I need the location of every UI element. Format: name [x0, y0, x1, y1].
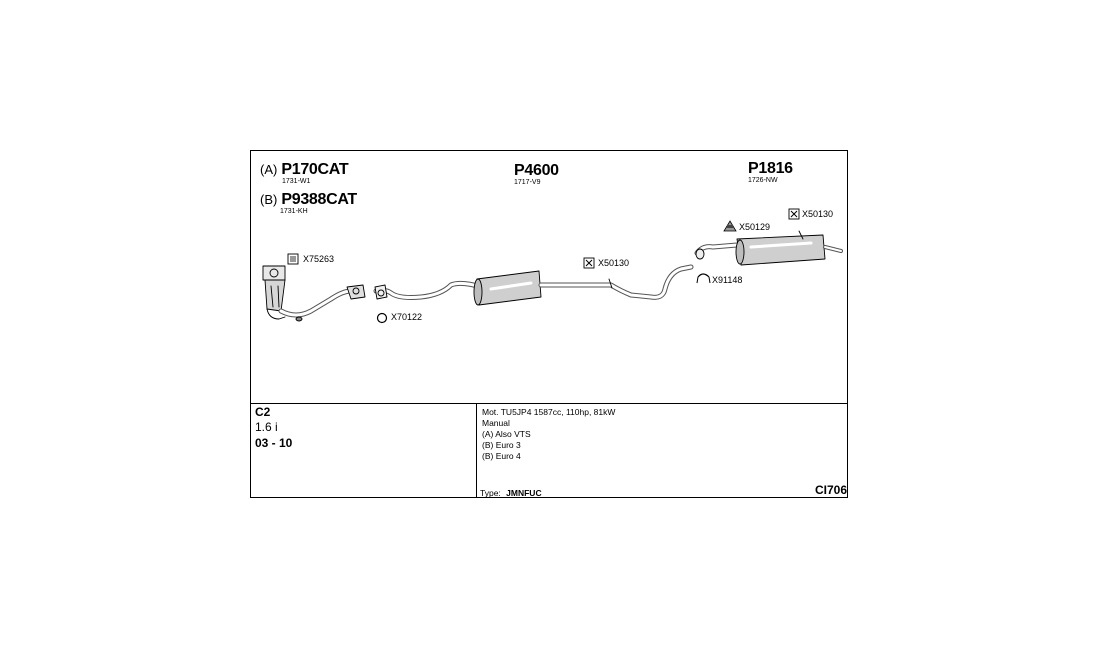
mounting-bracket-icon	[696, 273, 711, 284]
clamp-square-icon	[788, 208, 800, 220]
rear-silencer-drawing	[694, 230, 843, 266]
accessory-x50130-mid[interactable]: X50130	[598, 258, 630, 268]
type-row: Type: JMNFUC	[480, 488, 542, 498]
vehicle-engine: 1.6 i	[255, 420, 278, 434]
clamp-square-icon	[287, 253, 299, 265]
vehicle-years: 03 - 10	[255, 436, 293, 450]
exhaust-diagram-sheet: (A)P170CAT 1731-W1 (B)P9388CAT 1731-KH P…	[250, 150, 848, 498]
catalytic-converter-drawing	[262, 265, 366, 322]
part-b-ref: 1731-KH	[280, 208, 308, 215]
section-divider-vertical	[476, 403, 477, 498]
diagram-code: CI706	[815, 483, 848, 497]
accessory-x75263[interactable]: X75263	[303, 254, 335, 264]
spec-note-b-euro4: (B) Euro 4	[482, 451, 521, 461]
part-b-number[interactable]: P9388CAT	[281, 191, 357, 208]
accessory-x91148[interactable]: X91148	[712, 275, 743, 285]
part-rear-number[interactable]: P1816	[748, 160, 793, 177]
part-a-number[interactable]: P170CAT	[281, 161, 349, 178]
center-silencer-drawing	[373, 264, 694, 306]
part-b-prefix: (B)	[260, 192, 278, 207]
part-rear: P1816	[748, 160, 793, 178]
gasket-ring-icon	[376, 312, 388, 324]
part-center: P4600	[514, 162, 559, 180]
type-value: JMNFUC	[506, 488, 542, 498]
vehicle-model: C2	[255, 405, 271, 419]
part-center-number[interactable]: P4600	[514, 162, 559, 179]
spec-note-a: (A) Also VTS	[482, 429, 531, 439]
exhaust-system-drawing	[262, 208, 843, 324]
accessory-x50129[interactable]: X50129	[739, 222, 771, 232]
part-rear-ref: 1726-NW	[748, 177, 778, 184]
accessory-x70122[interactable]: X70122	[391, 312, 423, 322]
clamp-square-icon	[583, 257, 595, 269]
spec-note-b-euro3: (B) Euro 3	[482, 440, 521, 450]
part-a: (A)P170CAT	[260, 161, 349, 179]
spec-engine-line: Mot. TU5JP4 1587cc, 110hp, 81kW	[482, 407, 616, 417]
spec-transmission: Manual	[482, 418, 510, 428]
part-a-ref: 1731-W1	[282, 178, 311, 185]
section-divider-horizontal	[251, 403, 847, 404]
type-label: Type:	[480, 488, 501, 498]
part-center-ref: 1717-V9	[514, 179, 541, 186]
accessory-x50130-rear[interactable]: X50130	[802, 209, 834, 219]
part-a-prefix: (A)	[260, 162, 278, 177]
rubber-hanger-icon	[723, 220, 737, 232]
part-b: (B)P9388CAT	[260, 191, 357, 209]
